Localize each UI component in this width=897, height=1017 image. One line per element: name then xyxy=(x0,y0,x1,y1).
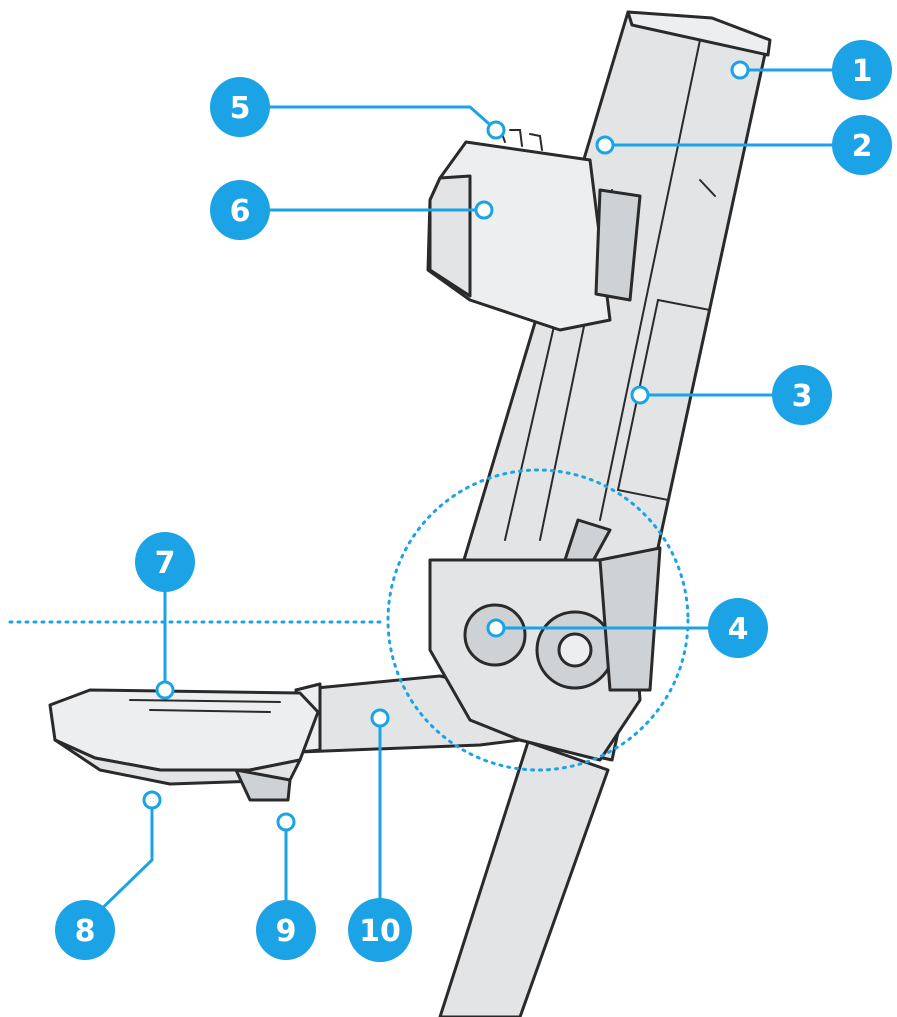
callout-label: 6 xyxy=(230,194,251,229)
callout-label: 9 xyxy=(276,914,297,949)
lower-shaft xyxy=(438,740,610,1017)
callout-2: 2 xyxy=(832,115,892,175)
anchor-dots xyxy=(142,60,750,832)
callout-9: 9 xyxy=(256,900,316,960)
callout-label: 3 xyxy=(792,379,813,414)
callout-10: 10 xyxy=(348,898,412,962)
callout-7: 7 xyxy=(135,532,195,592)
callout-label: 7 xyxy=(155,546,176,581)
callout-1: 1 xyxy=(832,40,892,100)
callout-3: 3 xyxy=(772,365,832,425)
callout-label: 10 xyxy=(359,914,401,949)
callout-label: 8 xyxy=(75,914,96,949)
callout-6: 6 xyxy=(210,180,270,240)
callout-label: 1 xyxy=(852,54,873,89)
hinge-detail-circle xyxy=(386,468,690,772)
hinge-mechanism xyxy=(428,546,662,762)
callout-5: 5 xyxy=(210,77,270,137)
callout-label: 2 xyxy=(852,129,873,164)
callout-label: 4 xyxy=(728,612,749,647)
battery-pack xyxy=(426,126,642,332)
display-unit xyxy=(48,688,320,802)
callout-label: 5 xyxy=(230,91,251,126)
callout-8: 8 xyxy=(55,900,115,960)
callout-4: 4 xyxy=(708,598,768,658)
